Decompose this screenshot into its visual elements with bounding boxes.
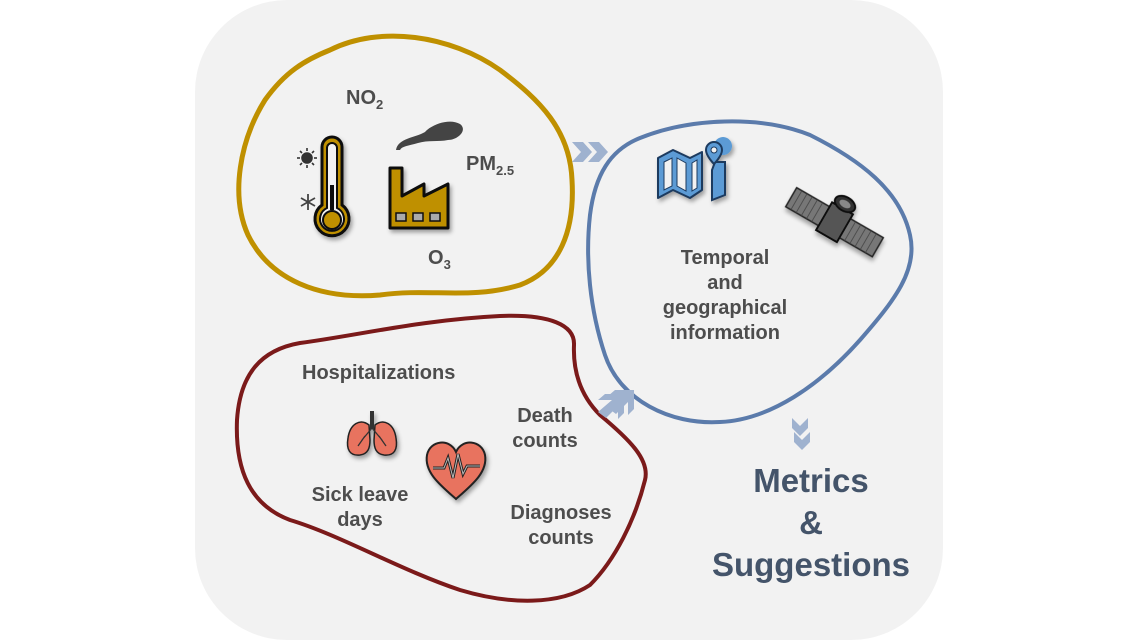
context-line-3: geographical: [662, 297, 788, 319]
background-panel: [195, 0, 943, 640]
context-line-4: information: [670, 322, 780, 344]
arrow-context-to-output: [792, 418, 810, 450]
o3-label: O3: [428, 247, 451, 272]
factory-icon: [388, 166, 450, 230]
satellite-icon: [784, 186, 885, 258]
death-counts-label: Death counts: [495, 404, 595, 454]
diag-line-1: Diagnoses: [510, 502, 612, 524]
arrow-health-to-context: [598, 390, 634, 419]
output-line-2: &: [799, 504, 823, 541]
arrow-environment-to-context: [572, 142, 608, 162]
sick-line-1: Sick leave: [311, 484, 409, 506]
diagnoses-counts-label: Diagnoses counts: [497, 501, 625, 551]
environment-outline: [236, 33, 575, 299]
output-line-1: Metrics: [753, 462, 869, 499]
death-line-2: counts: [512, 430, 578, 452]
smoke-icon: [396, 121, 463, 150]
lungs-icon: [346, 411, 398, 456]
metrics-suggestions-output: Metrics & Suggestions: [695, 460, 927, 586]
pm25-label: PM2.5: [466, 153, 515, 178]
diag-line-2: counts: [528, 527, 594, 549]
context-line-2: and: [707, 272, 743, 294]
sick-line-2: days: [337, 509, 383, 531]
context-text: Temporal and geographical information: [645, 246, 805, 346]
context-outline: [586, 119, 914, 425]
hospitalizations-label: Hospitalizations: [302, 362, 456, 384]
death-line-1: Death: [517, 405, 573, 427]
thermometer-icon: [313, 135, 351, 238]
context-line-1: Temporal: [680, 247, 770, 269]
sick-leave-days-label: Sick leave days: [300, 483, 420, 533]
snowflake-icon: [300, 194, 316, 210]
map-pin-icon: [657, 137, 732, 202]
output-line-3: Suggestions: [711, 546, 911, 583]
no2-label: NO2: [346, 87, 384, 112]
heart-pulse-icon: [425, 441, 487, 501]
sun-icon: [297, 148, 317, 168]
health-outline: [234, 313, 648, 603]
